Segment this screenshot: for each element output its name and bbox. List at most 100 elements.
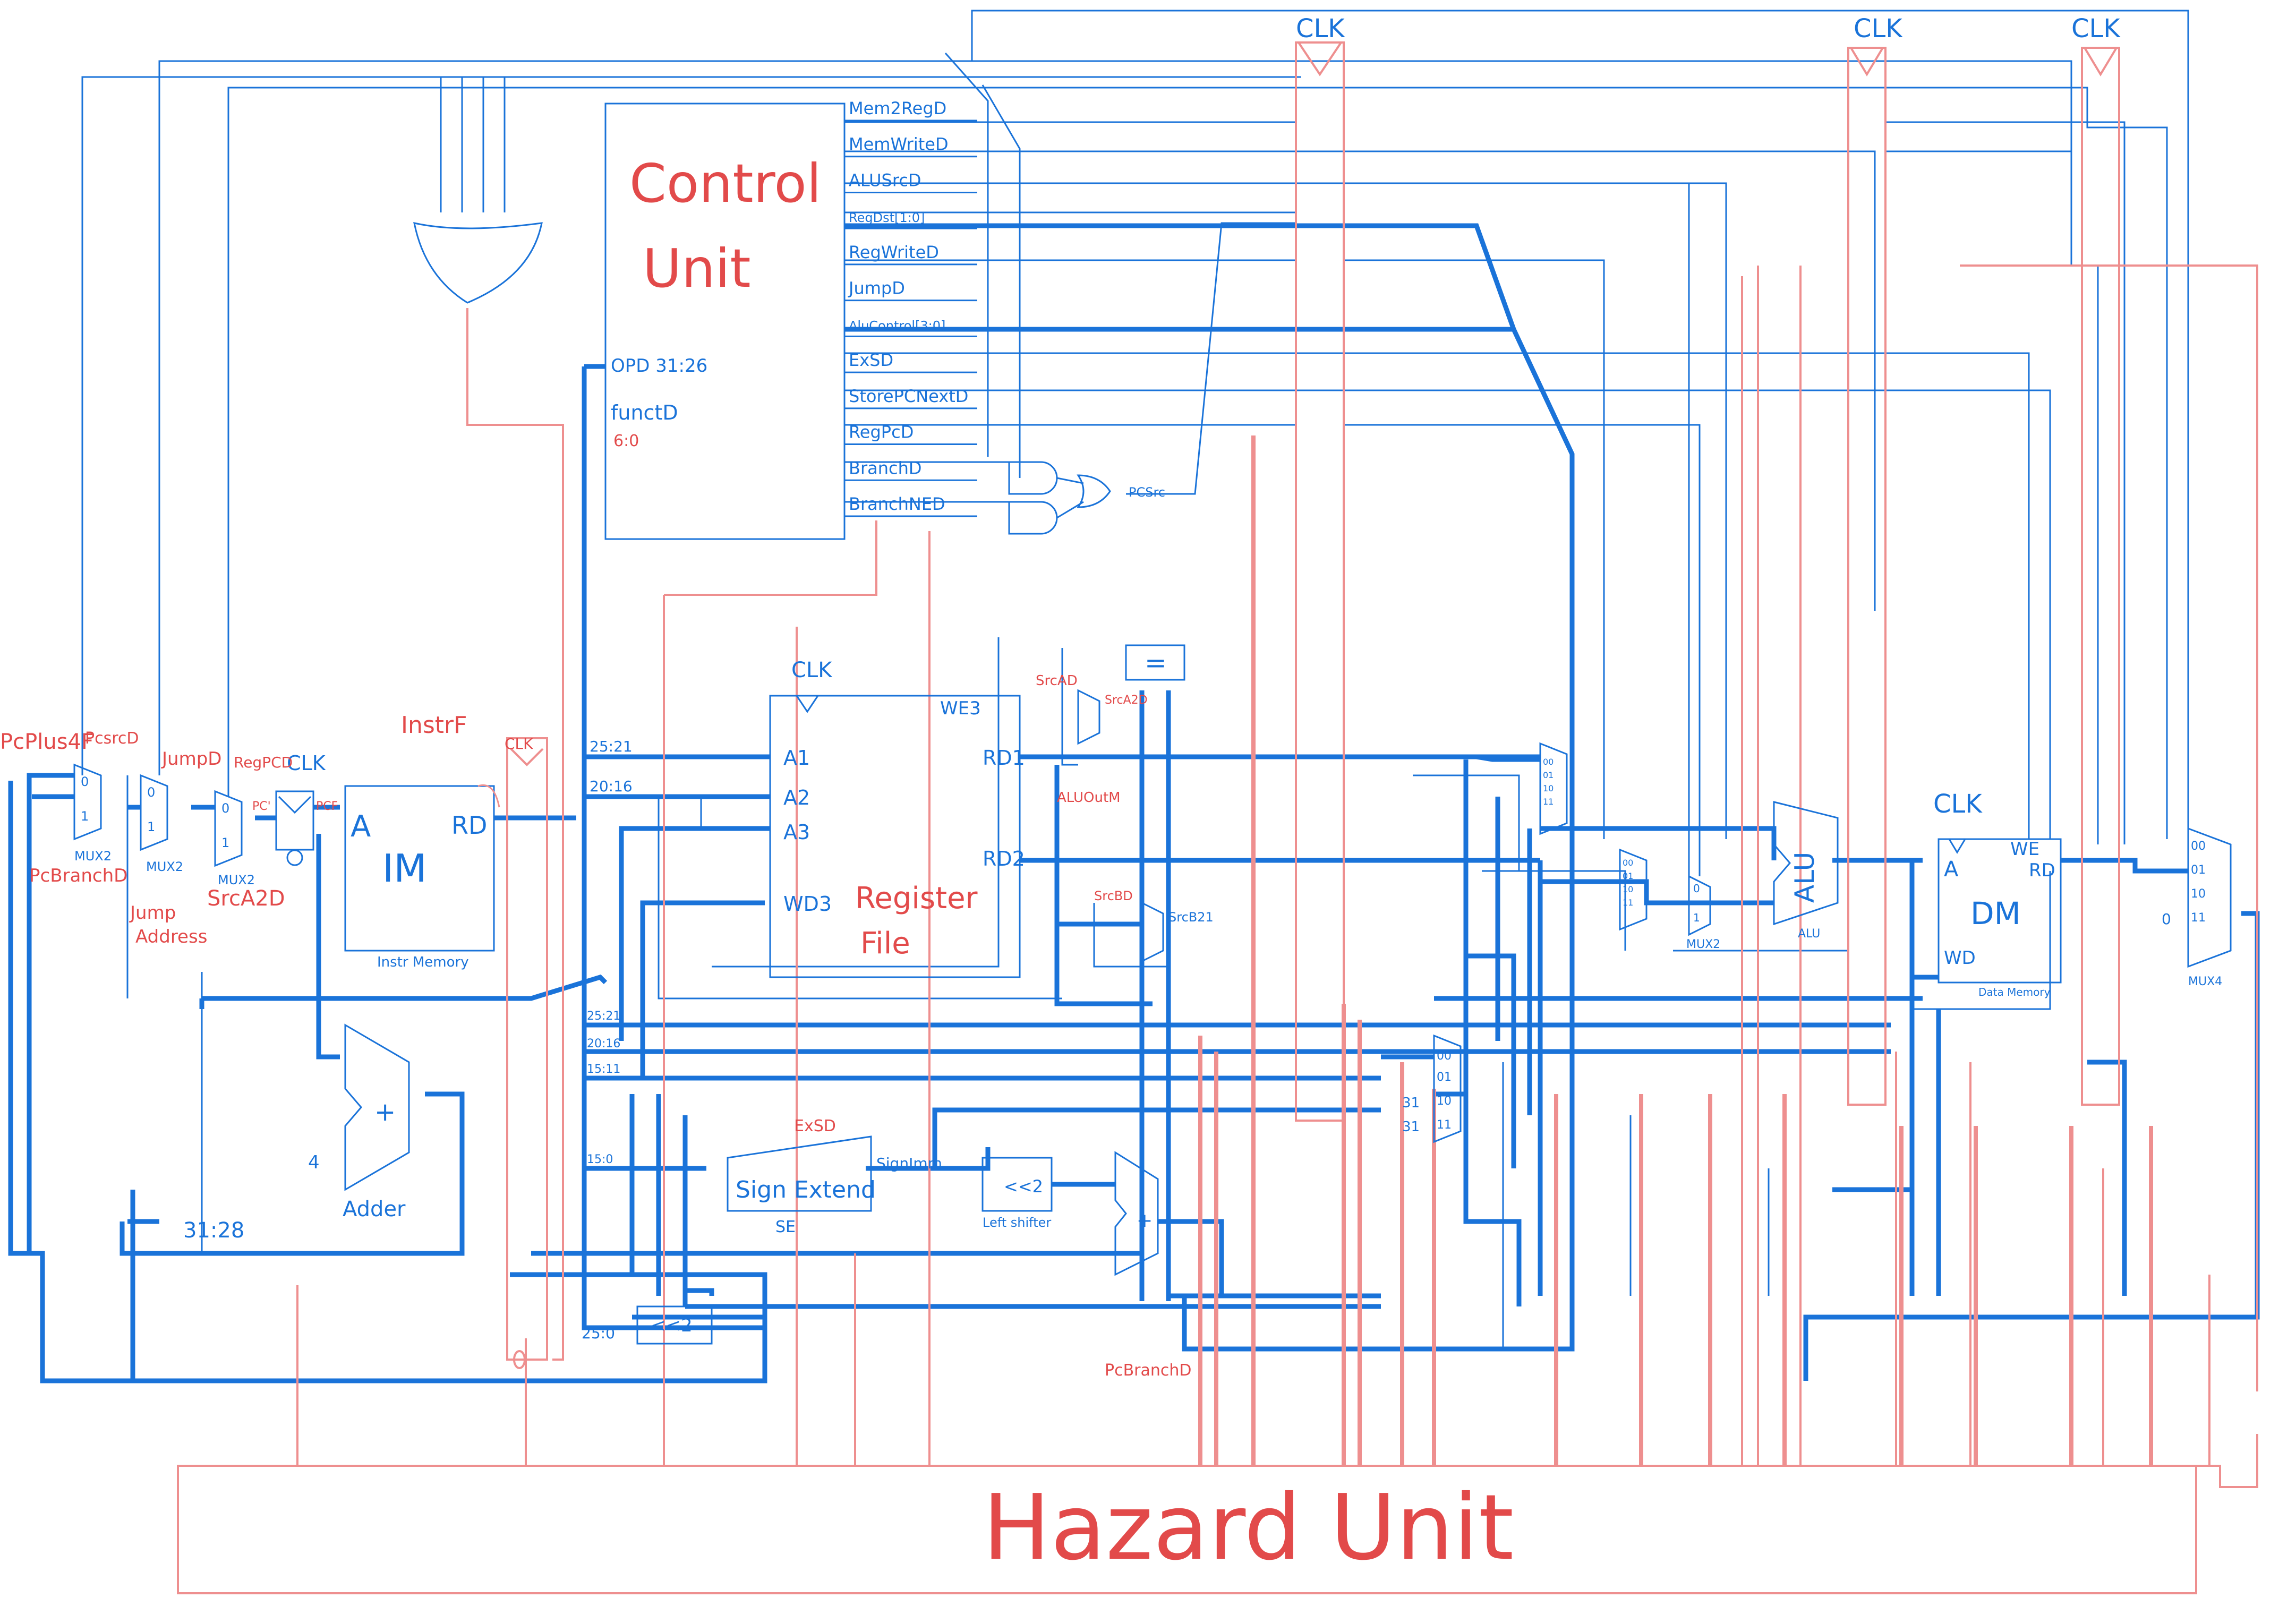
wire-fetch-thin <box>127 775 202 1253</box>
wire-exsd-to-se <box>712 637 998 967</box>
mux-regpc-label: MUX2 <box>218 873 255 887</box>
instrf-arrow <box>478 785 499 807</box>
pc-prime-label: PC' <box>252 800 271 813</box>
and-gate-branchne <box>1009 502 1057 534</box>
hz-wb-dst <box>2071 1126 2151 1466</box>
rf-port-a1: A1 <box>783 746 810 770</box>
regpcd-label: RegPCD <box>234 754 293 771</box>
bus-jump-shift <box>685 1291 712 1296</box>
bus-rd1 <box>1020 757 1540 759</box>
pcsrcd-label: PcsrcD <box>85 729 139 748</box>
wire-jumpd-feedback <box>159 61 2071 775</box>
control-output-label: BranchD <box>849 458 922 478</box>
wire-memwrited <box>844 151 1875 611</box>
mux-fwd-a-in1: 01 <box>1543 770 1554 780</box>
control-input-funct: functD <box>611 401 678 424</box>
mux-result-const-0: 0 <box>2162 910 2171 928</box>
pcbranchd-label: PcBranchD <box>29 865 127 886</box>
mux-jump-in0: 0 <box>147 785 155 800</box>
bus-pcplus4-loop <box>29 775 74 1253</box>
hz-ex-flush <box>1344 1004 1360 1466</box>
srcbd-label: SrcBD <box>1094 889 1133 903</box>
control-output-label: ExSD <box>849 350 893 370</box>
wire-srcad-ctrl <box>1062 648 1078 765</box>
decode-pcbranchd-label: PcBranchD <box>1105 1361 1192 1380</box>
branch-shifter-label: <<2 <box>1004 1176 1043 1197</box>
mux-result-in3: 11 <box>2191 911 2206 925</box>
jump-shifter-label: <<2 <box>651 1315 693 1336</box>
srca2d-label: SrcA2D <box>1105 694 1148 707</box>
wire-ex-control-1 <box>1344 183 1726 839</box>
control-output-label: Mem2RegD <box>849 98 946 118</box>
id-ex-clk-label: CLK <box>1296 14 1345 44</box>
control-output-label: RegDst[1:0] <box>849 210 925 225</box>
mux-regpc-in1: 1 <box>221 835 229 850</box>
hz-ex-rsrt <box>1200 435 1253 1466</box>
if-id-register <box>507 738 547 1360</box>
bits-31-28: 31:28 <box>183 1218 244 1243</box>
ex-mem-clk-label: CLK <box>1854 14 1903 44</box>
dm-port-rd: RD <box>2029 860 2055 881</box>
mem-wb-clock-triangle <box>2085 48 2116 74</box>
mux-pcsrc-in1: 1 <box>81 809 89 824</box>
dm-caption: Data Memory <box>1978 986 2051 998</box>
mux-fwd-b-in2: 10 <box>1623 884 1633 894</box>
and-gate-branch <box>1009 462 1057 494</box>
mux-alusrc-in0: 0 <box>1693 882 1700 895</box>
bits-25-21-ex: 25:21 <box>587 1010 620 1023</box>
bus-regwrited <box>844 226 1514 329</box>
rf-port-a3: A3 <box>783 821 810 844</box>
wire-srcbd-ctrl <box>1094 903 1168 967</box>
control-unit-title-2: Unit <box>643 237 751 300</box>
im-title: IM <box>382 846 426 891</box>
bus-ex-v2 <box>1466 797 1514 1168</box>
mux-regdst-in2: 10 <box>1437 1095 1452 1108</box>
bus-aluout-down <box>1912 860 1939 977</box>
pcplus4f-label: PcPlus4F <box>0 730 93 754</box>
rf-port-rd2: RD2 <box>983 847 1025 870</box>
pc-enable-bubble <box>287 850 302 865</box>
dm-port-a: A <box>1944 857 1959 882</box>
rf-port-wd3: WD3 <box>783 892 832 916</box>
mux-fwd-a-in2: 10 <box>1543 783 1554 793</box>
rf-port-rd1: RD1 <box>983 746 1025 770</box>
im-caption: Instr Memory <box>377 954 469 970</box>
fetch-stage: 0 1 MUX2 0 1 MUX2 0 1 MUX2 CLK PC' PCF A… <box>0 712 533 1243</box>
pcf-label: PCF <box>316 800 338 813</box>
mux-regdst-in3: 11 <box>1437 1118 1452 1132</box>
mem-wb-register <box>2082 48 2119 1105</box>
bits-20-16-ex: 20:16 <box>587 1037 620 1050</box>
bits-25-21-rf: 25:21 <box>590 738 633 755</box>
bus-mid-junction <box>202 977 605 998</box>
mux-fwd-b-in3: 11 <box>1623 898 1633 908</box>
mux-fwd-b-in1: 01 <box>1623 871 1633 881</box>
rf-title-1: Register <box>855 881 978 916</box>
mux-result-in0: 00 <box>2191 840 2206 853</box>
regdst-const-31-b: 31 <box>1402 1119 1420 1135</box>
hz-right-loop <box>2061 1434 2257 1487</box>
hz-mem-in <box>1960 266 2257 1391</box>
hz-wb <box>2151 1275 2209 1466</box>
pcsrc-logic <box>1009 462 1110 534</box>
wire-ex-down <box>1503 1062 1769 1349</box>
alu-caption: ALU <box>1798 927 1820 941</box>
hazard-wires <box>297 266 2257 1487</box>
hz-ex-forward <box>1556 1094 1641 1466</box>
control-unit-title-1: Control <box>629 152 821 215</box>
signimm-label: SignImm <box>876 1155 942 1172</box>
adder-name: Adder <box>343 1197 406 1221</box>
im-port-a: A <box>351 809 371 844</box>
id-ex-clock-triangle <box>1299 42 1341 74</box>
mux-pcsrc-in0: 0 <box>81 774 89 789</box>
control-output-label: BranchNED <box>849 494 945 514</box>
mux-regdst-in0: 00 <box>1437 1049 1452 1063</box>
bus-ex-fwd-1 <box>1466 759 1519 1306</box>
dm-clk-label: CLK <box>1933 789 1983 819</box>
jump-address-label-2: Address <box>135 926 207 947</box>
memory-stage: CLK A RD WE WD DM Data Memory <box>1933 789 2061 998</box>
ex-mem-register <box>1848 48 1885 1105</box>
control-unit-outputs: Mem2RegDMemWriteDALUSrcDRegDst[1:0]RegWr… <box>844 98 977 516</box>
alu-title: ALU <box>1789 852 1820 903</box>
id-ex-register <box>1296 42 1344 1121</box>
